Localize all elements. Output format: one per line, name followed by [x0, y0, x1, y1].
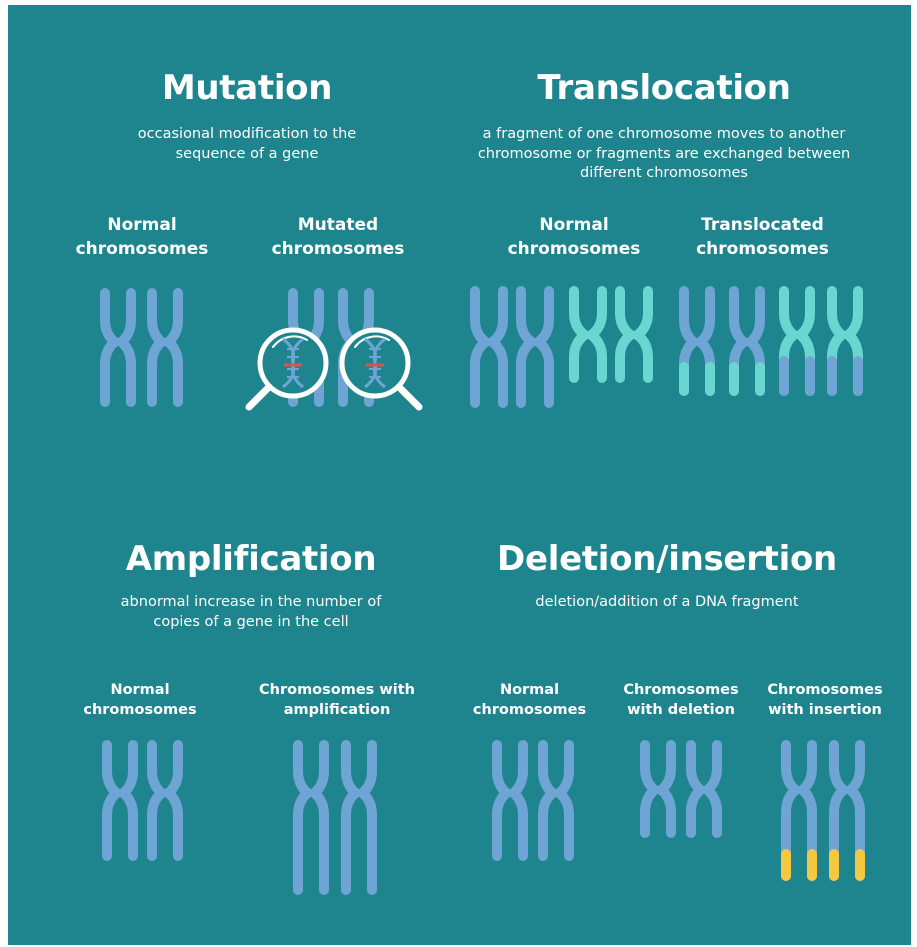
deletion-insertion-description: deletion/addition of a DNA fragment [535, 594, 799, 610]
translocation-description: a fragment of one chromosome moves to an… [477, 126, 851, 181]
chromosome [147, 740, 183, 861]
chromosome [516, 286, 554, 408]
chromosome [341, 740, 377, 895]
chromosome [679, 286, 715, 396]
mutation-title: Mutation [161, 68, 333, 108]
chromosome [779, 286, 815, 396]
chromosome [729, 286, 765, 396]
translocation-translocated-label: Translocated chromosomes [696, 215, 829, 259]
chromosome [147, 288, 183, 407]
deletion-deleted-label: Chromosomes with deletion [623, 682, 739, 718]
chromosome [293, 740, 329, 895]
magnifier-dna-icon [245, 327, 329, 411]
chromosome [569, 286, 607, 383]
chromosome [470, 286, 508, 408]
chromosome [829, 740, 865, 881]
chromosome [640, 740, 676, 838]
deletion-insertion-title: Deletion/insertion [497, 539, 837, 579]
chromosome [492, 740, 528, 861]
chromosome [827, 286, 863, 396]
mutation-mutated-label: Mutated chromosomes [271, 215, 405, 259]
chromosome [102, 740, 138, 861]
amplification-description: abnormal increase in the number of copie… [120, 594, 382, 630]
amplification-title: Amplification [125, 539, 377, 579]
deletion-normal-label: Normal chromosomes [472, 682, 587, 718]
mutation-normal-label: Normal chromosomes [75, 215, 209, 259]
chromosome [538, 740, 574, 861]
amplification-normal-label: Normal chromosomes [83, 682, 197, 718]
magnifier-dna-icon [339, 327, 423, 411]
translocation-title: Translocation [537, 68, 791, 108]
chromosome [100, 288, 136, 407]
mutation-description: occasional modification to the sequence … [137, 126, 357, 162]
amplification-amplified-label: Chromosomes with amplification [259, 682, 415, 718]
translocation-normal-label: Normal chromosomes [507, 215, 641, 259]
chromosome [686, 740, 722, 838]
chromosome [615, 286, 653, 383]
deletion-inserted-label: Chromosomes with insertion [767, 682, 883, 718]
chromosome [781, 740, 817, 881]
